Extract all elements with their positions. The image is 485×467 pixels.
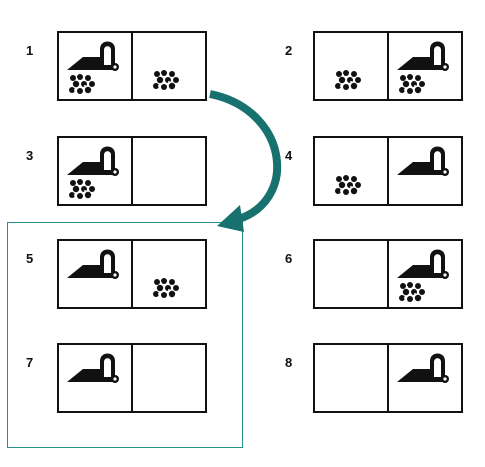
state-box-3 — [57, 136, 207, 206]
right-room — [387, 33, 461, 99]
vacuum-cleaner-icon — [67, 146, 119, 176]
highlighted-state-group — [7, 222, 243, 448]
state-label-3: 3 — [26, 148, 34, 163]
state-label-4: 4 — [285, 148, 293, 163]
left-room — [315, 33, 387, 99]
transition-arrow-curve — [209, 90, 282, 225]
right-room — [387, 241, 461, 307]
dirt-pile-icon — [335, 175, 361, 195]
dirt-pile-icon — [153, 278, 179, 298]
state-label-1: 1 — [26, 43, 34, 58]
state-label-7: 7 — [26, 355, 34, 370]
state-box-1 — [57, 31, 207, 101]
state-label-8: 8 — [285, 355, 293, 370]
dirt-pile-icon — [69, 74, 95, 94]
dirt-pile-icon — [399, 282, 425, 302]
dirt-pile-icon — [335, 70, 361, 90]
vacuum-cleaner-icon — [67, 41, 119, 71]
state-box-5 — [57, 239, 207, 309]
right-room — [131, 345, 205, 411]
right-room — [131, 241, 205, 307]
left-room — [59, 138, 131, 204]
left-room — [59, 345, 131, 411]
vacuum-cleaner-icon — [67, 249, 119, 279]
state-box-4 — [313, 136, 463, 206]
right-room — [131, 138, 205, 204]
vacuum-cleaner-icon — [397, 41, 449, 71]
state-label-2: 2 — [285, 43, 293, 58]
vacuum-cleaner-icon — [397, 249, 449, 279]
vacuum-cleaner-icon — [397, 146, 449, 176]
state-box-7 — [57, 343, 207, 413]
state-box-6 — [313, 239, 463, 309]
left-room — [59, 241, 131, 307]
vacuum-cleaner-icon — [67, 353, 119, 383]
right-room — [387, 138, 461, 204]
state-box-2 — [313, 31, 463, 101]
vacuum-cleaner-icon — [397, 353, 449, 383]
state-label-6: 6 — [285, 251, 293, 266]
left-room — [315, 138, 387, 204]
state-box-8 — [313, 343, 463, 413]
dirt-pile-icon — [153, 70, 179, 90]
left-room — [59, 33, 131, 99]
state-label-5: 5 — [26, 251, 34, 266]
dirt-pile-icon — [69, 179, 95, 199]
transition-arrow-head — [217, 205, 244, 232]
right-room — [387, 345, 461, 411]
dirt-pile-icon — [399, 74, 425, 94]
right-room — [131, 33, 205, 99]
